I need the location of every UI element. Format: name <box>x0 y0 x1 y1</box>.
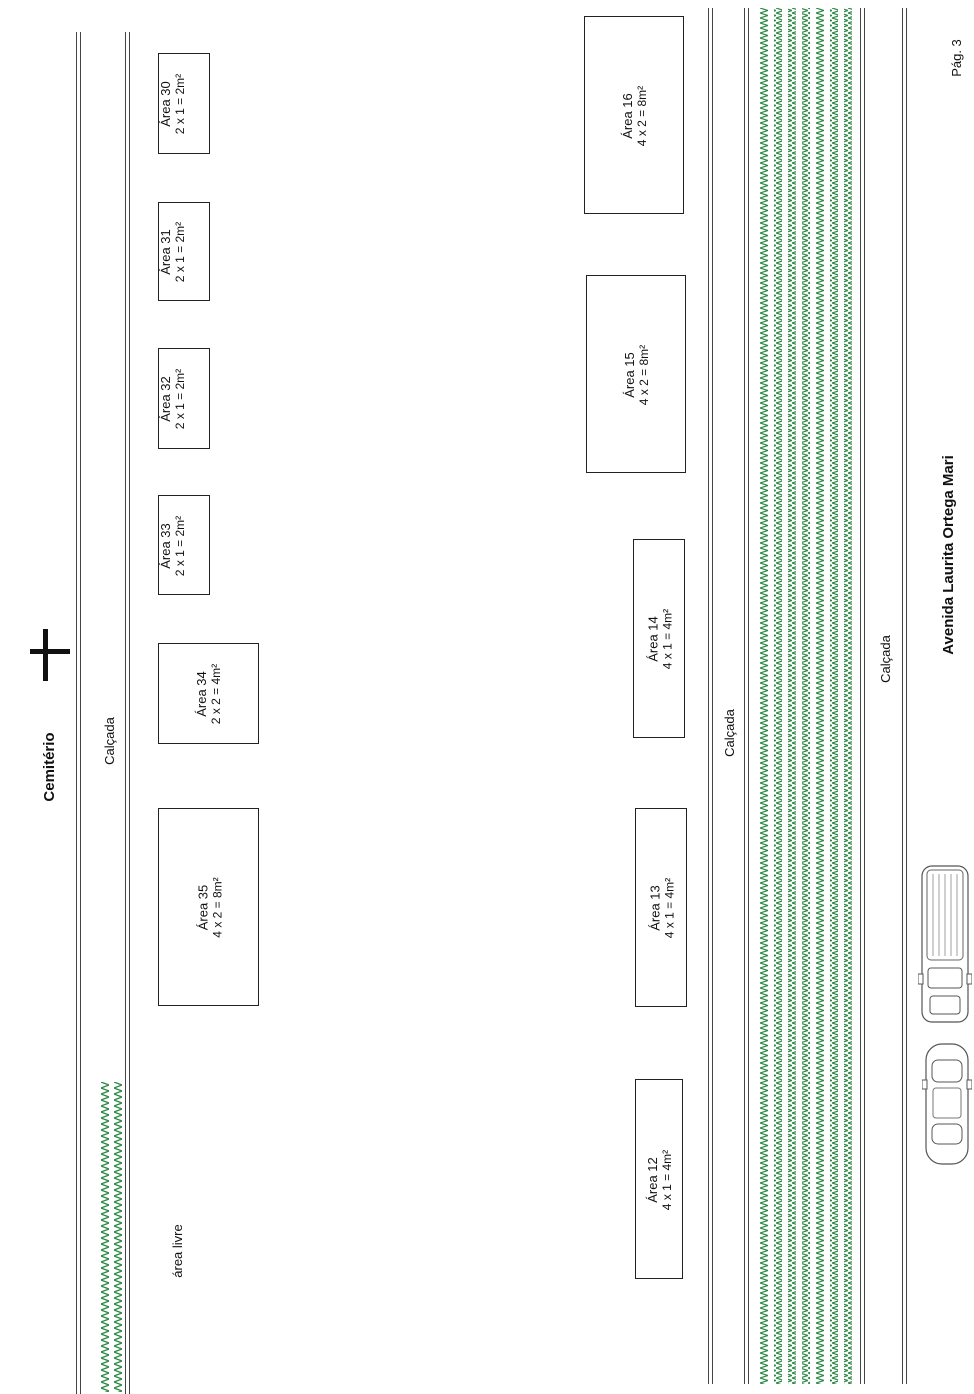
free-area-label: área livre <box>170 1224 185 1278</box>
area-label: Área 30 <box>158 81 173 127</box>
area-15: Área 15 4 x 2 = 8m² <box>586 275 686 473</box>
avenue-label: Avenida Laurita Ortega Mari <box>940 455 957 655</box>
road-edge-line <box>129 32 130 1394</box>
sidewalk-label: Calçada <box>722 709 737 757</box>
area-dimensions: 4 x 2 = 8m² <box>637 344 651 406</box>
page-title: Cemitério <box>41 732 58 802</box>
area-dimensions: 4 x 1 = 4m² <box>660 608 675 670</box>
area-label: Área 15 <box>622 352 637 398</box>
pickup-truck-icon <box>918 865 972 1023</box>
area-dimensions: 2 x 1 = 2m² <box>173 221 187 283</box>
area-34: Área 34 2 x 2 = 4m² <box>158 643 259 744</box>
area-label: Área 31 <box>158 229 173 275</box>
area-label: Área 33 <box>158 523 173 569</box>
area-label: Área 32 <box>158 376 173 422</box>
sidewalk-label: Calçada <box>878 635 893 683</box>
area-label: Área 16 <box>620 93 635 139</box>
road-edge-line <box>708 8 709 1384</box>
area-label: Área 13 <box>647 885 663 931</box>
area-13: Área 13 4 x 1 = 4m² <box>635 808 687 1007</box>
area-label: Área 34 <box>194 671 209 717</box>
area-dimensions: 4 x 2 = 8m² <box>210 877 224 938</box>
road-edge-line <box>902 8 903 1384</box>
area-12: Área 12 4 x 1 = 4m² <box>635 1079 683 1279</box>
road-edge-line <box>748 8 749 1384</box>
road-edge-line <box>744 8 745 1384</box>
area-label: Área 35 <box>195 884 210 931</box>
road-edge-line <box>76 32 77 1394</box>
area-label: Área 14 <box>645 616 661 662</box>
area-dimensions: 2 x 1 = 2m² <box>173 73 187 135</box>
road-edge-line <box>864 8 865 1384</box>
road-edge-line <box>906 8 907 1384</box>
area-dimensions: 4 x 2 = 8m² <box>635 85 649 147</box>
area-31: Área 31 2 x 1 = 2m² <box>158 202 210 301</box>
area-30: Área 30 2 x 1 = 2m² <box>158 53 210 154</box>
road-edge-line <box>80 32 81 1394</box>
area-35: Área 35 4 x 2 = 8m² <box>158 808 259 1006</box>
area-14: Área 14 4 x 1 = 4m² <box>633 539 685 738</box>
area-dimensions: 4 x 1 = 4m² <box>660 1149 674 1211</box>
area-dimensions: 4 x 1 = 4m² <box>662 877 677 939</box>
road-edge-line <box>860 8 861 1384</box>
grass-strip <box>114 1082 122 1392</box>
area-33: Área 33 2 x 1 = 2m² <box>158 495 210 595</box>
area-dimensions: 2 x 1 = 2m² <box>173 515 187 577</box>
sidewalk-label: Calçada <box>102 717 117 765</box>
area-32: Área 32 2 x 1 = 2m² <box>158 348 210 449</box>
area-dimensions: 2 x 2 = 4m² <box>209 663 223 725</box>
area-dimensions: 2 x 1 = 2m² <box>173 368 187 430</box>
grass-strip <box>101 1082 109 1392</box>
road-edge-line <box>125 32 126 1394</box>
median-grass <box>760 8 852 1384</box>
road-edge-line <box>712 8 713 1384</box>
area-16: Área 16 4 x 2 = 8m² <box>584 16 684 214</box>
cross-icon <box>28 625 72 685</box>
car-icon <box>922 1043 972 1165</box>
area-label: Área 12 <box>645 1157 660 1203</box>
page-number: Pág. 3 <box>949 39 964 77</box>
